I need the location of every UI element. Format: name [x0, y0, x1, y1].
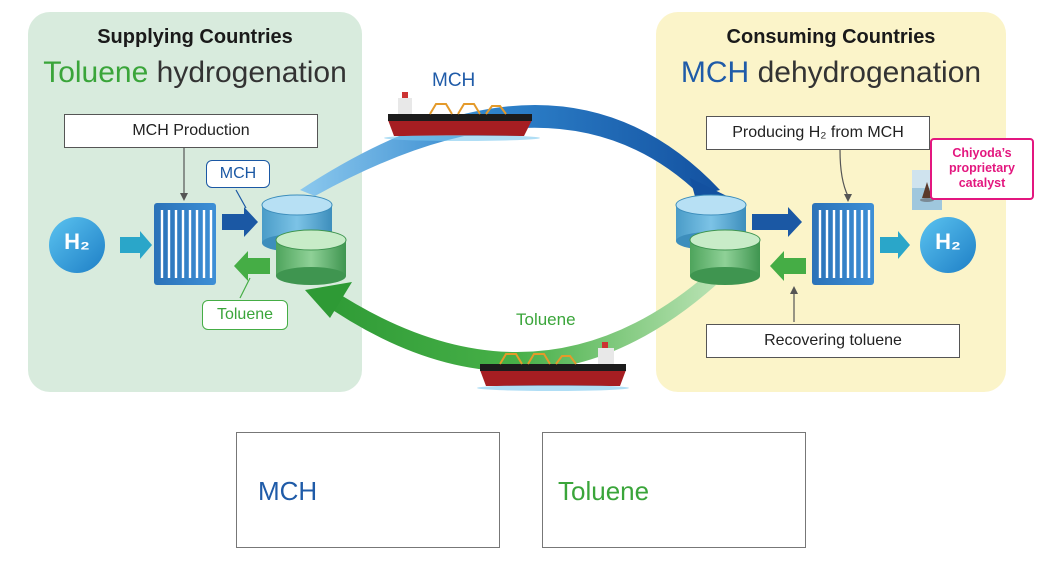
mch-molecule-box: [236, 432, 500, 548]
consuming-toluene-tank: [689, 229, 761, 285]
toluene-in-tag: Toluene: [202, 300, 288, 330]
mch-production-label: MCH Production: [64, 114, 318, 148]
reactor-to-h2-arrow: [880, 231, 910, 259]
supplying-heading-accent: Toluene: [43, 56, 149, 89]
toluene-molecule-label: Toluene: [558, 476, 650, 506]
toluene-transport-label: Toluene: [516, 310, 576, 329]
consuming-h2-label: H₂: [935, 229, 961, 254]
mch-out-arrow: [222, 207, 258, 237]
mch-transport-label: MCH: [432, 70, 476, 91]
supplying-heading-rest: hydrogenation: [148, 56, 347, 89]
supplying-toluene-tank: [275, 229, 347, 285]
consuming-title: Consuming Countries: [726, 26, 936, 48]
producing-h2-label: Producing H₂ from MCH: [706, 116, 930, 150]
catalyst-callout: Chiyoda’s proprietary catalyst: [930, 138, 1034, 200]
h2-to-reactor-arrow: [120, 231, 152, 259]
toluene-recovery-arrow: [770, 251, 806, 281]
consuming-heading-rest: dehydrogenation: [749, 56, 982, 89]
mch-molecule-label: MCH: [258, 476, 318, 506]
mch-out-tag: MCH: [206, 160, 270, 188]
supplying-title: Supplying Countries: [97, 26, 293, 48]
toluene-in-arrow: [234, 251, 270, 281]
mch-tanker-ship: [384, 92, 540, 141]
hydrogenation-reactor: [154, 203, 216, 285]
consuming-heading-accent: MCH: [680, 56, 750, 89]
consuming-h2-circle: [920, 217, 976, 273]
supplying-h2-circle: [49, 217, 105, 273]
mch-transport-arc: [300, 105, 720, 196]
toluene-molecule-box: [542, 432, 806, 548]
recovering-toluene-label: Recovering toluene: [706, 324, 960, 358]
toluene-transport-arrowhead: [305, 282, 352, 318]
toluene-tanker-ship: [477, 342, 629, 391]
toluene-transport-arc: [318, 280, 716, 372]
consuming-heading: MCH dehydrogenation: [656, 56, 1006, 90]
mch-to-dehydro-arrow: [752, 207, 802, 237]
supplying-h2-label: H₂: [64, 229, 90, 254]
supplying-heading: Toluene hydrogenation: [28, 56, 362, 90]
dehydrogenation-reactor: [812, 203, 874, 285]
